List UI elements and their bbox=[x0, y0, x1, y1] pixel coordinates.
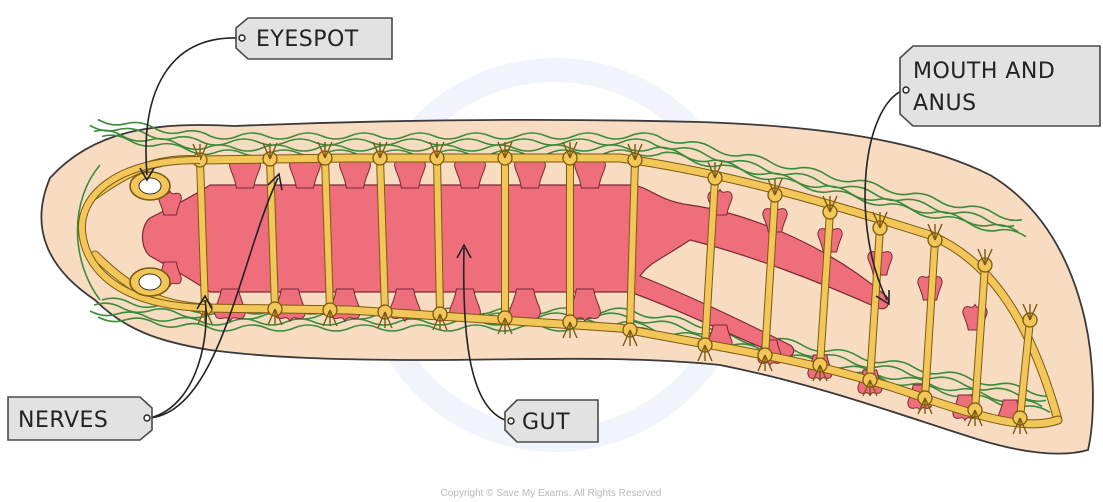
label-mouth-text-2: ANUS bbox=[913, 91, 977, 116]
nerve-rung bbox=[437, 158, 440, 314]
label-nerves: NERVES bbox=[8, 397, 152, 440]
label-eyespot: EYESPOT bbox=[236, 18, 392, 59]
copyright-notice: Copyright © Save My Exams. All Rights Re… bbox=[441, 488, 662, 499]
eyespot-top-inner bbox=[139, 178, 161, 194]
label-gut: GUT bbox=[505, 400, 598, 442]
eyespot-bottom-inner bbox=[139, 274, 161, 290]
label-mouth-text-1: MOUTH AND bbox=[913, 59, 1055, 84]
label-nerves-text: NERVES bbox=[18, 408, 108, 433]
label-gut-text: GUT bbox=[522, 410, 570, 435]
label-eyespot-text: EYESPOT bbox=[256, 27, 359, 52]
label-mouth-and-anus: MOUTH AND ANUS bbox=[900, 46, 1100, 126]
